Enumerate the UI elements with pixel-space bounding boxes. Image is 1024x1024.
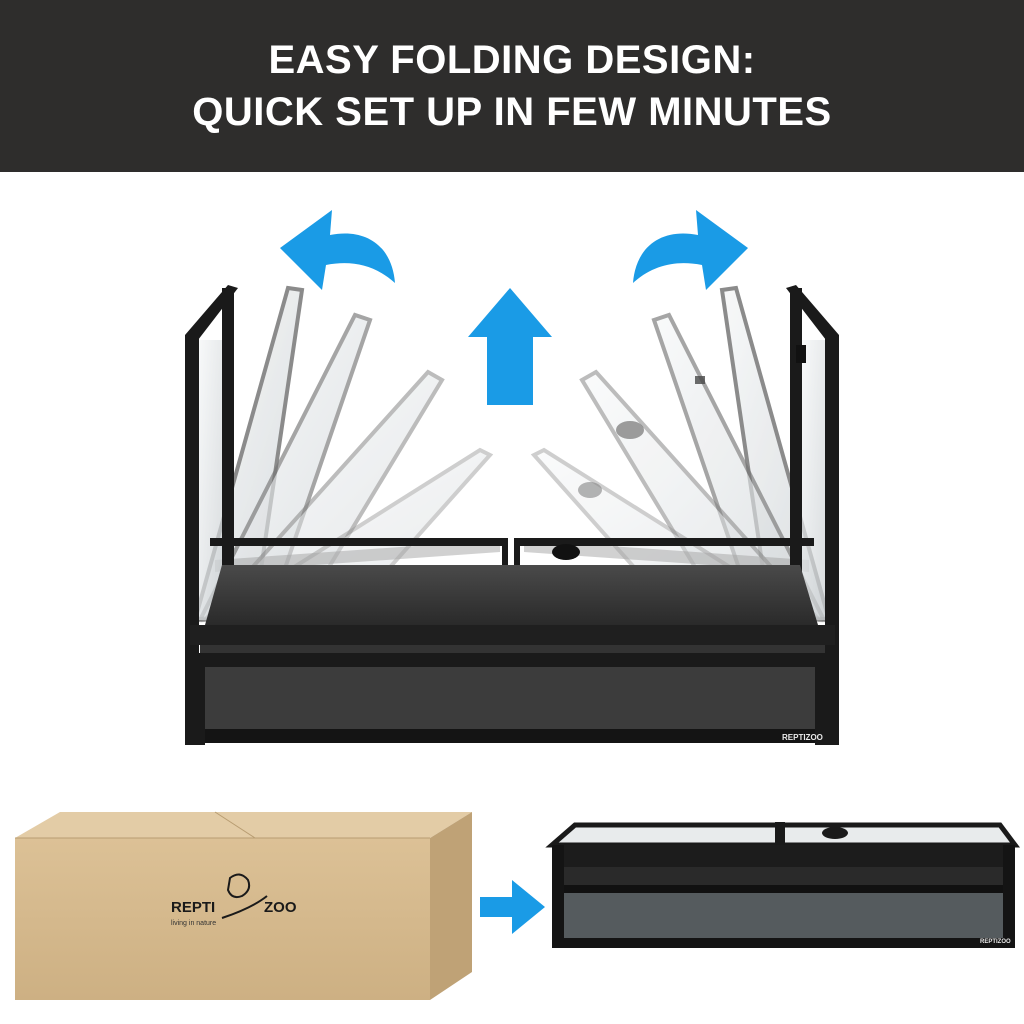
brand-tagline: living in nature (171, 920, 216, 927)
folded-logo: REPTIZOO (980, 939, 1011, 945)
up-arrow-icon (468, 288, 552, 405)
folded-enclosure: REPTIZOO (545, 822, 1020, 948)
headline-line-2: QUICK SET UP IN FEW MINUTES (192, 90, 832, 134)
right-arrow-icon (480, 880, 545, 934)
enclosure-frame: REPTIZOO (185, 285, 839, 745)
headline-line-1: EASY FOLDING DESIGN: (268, 38, 756, 82)
product-illustration: REPTIZOO REPTI ZOO living in nature REPT… (0, 172, 1024, 1024)
shipping-box: REPTI ZOO living in nature (15, 811, 472, 1000)
brand-name-right: ZOO (264, 899, 297, 916)
curved-arrow-left-icon (280, 210, 395, 290)
brand-name-left: REPTI (171, 899, 215, 916)
enclosure-logo: REPTIZOO (782, 733, 823, 742)
brand-logo: REPTI ZOO living in nature (171, 873, 297, 927)
title-banner: EASY FOLDING DESIGN: QUICK SET UP IN FEW… (0, 0, 1024, 172)
lizard-icon (226, 873, 251, 899)
curved-arrow-right-icon (633, 210, 748, 290)
